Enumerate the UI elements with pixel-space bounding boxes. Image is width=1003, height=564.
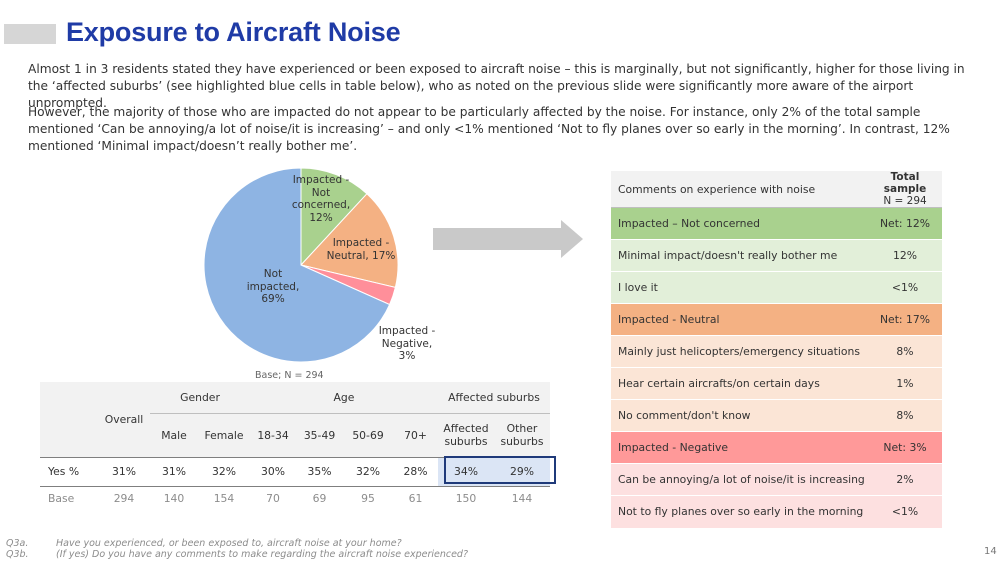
footnote-q3b: Q3b. (If yes) Do you have any comments to… (6, 549, 468, 560)
pie-slice-not-concerned (300, 167, 368, 267)
cell-other-suburbs: 144 (511, 491, 533, 505)
cell-overall: 31% (98, 456, 150, 487)
footnote-q3a: Q3a. Have you experienced, or been expose… (6, 538, 402, 549)
comment-label: Impacted - Neutral (611, 303, 868, 336)
cell-female: 154 (213, 491, 235, 505)
comment-value: 8% (868, 335, 942, 368)
comment-label: No comment/don't know (611, 399, 868, 432)
comment-label: Impacted - Negative (611, 431, 868, 464)
table-row: Not to fly planes over so early in the m… (611, 495, 942, 528)
comment-label: Impacted – Not concerned (611, 207, 868, 240)
subheader-other: Other suburbs (500, 422, 544, 448)
cell-18-34: 70 (266, 491, 280, 505)
comment-label: Mainly just helicopters/emergency situat… (611, 335, 868, 368)
table-row: Mainly just helicopters/emergency situat… (611, 335, 942, 368)
subheader-18-34: 18-34 (257, 428, 289, 442)
cell-overall: 294 (113, 491, 135, 505)
footnote-text: Have you experienced, or been exposed to… (56, 538, 402, 549)
subheader-50-69: 50-69 (352, 428, 384, 442)
subheader-35-49: 35-49 (303, 428, 336, 442)
demographics-table: Overall Gender Age Affected suburbs Male… (40, 382, 550, 510)
title-accent-bar (4, 24, 56, 44)
subheader-affected: Affected suburbs (443, 422, 489, 448)
comment-value: 8% (868, 399, 942, 432)
subheader-70-plus: 70+ (404, 428, 427, 442)
pie-label-negative: Impacted - Negative, 3% (378, 325, 436, 362)
table-row: No comment/don't know 8% (611, 399, 942, 432)
pie-base-note: Base; N = 294 (255, 370, 324, 381)
subheader-female: Female (204, 428, 244, 442)
cell-70-plus: 61 (408, 491, 423, 505)
table-row: Impacted – Not concerned Net: 12% (611, 207, 942, 240)
cell-affected-suburbs: 150 (455, 491, 477, 505)
table-row: Impacted - Negative Net: 3% (611, 431, 942, 464)
row-label: Base (48, 491, 75, 505)
table-row: Can be annoying/a lot of noise/it is inc… (611, 463, 942, 496)
header-gender: Gender (180, 390, 220, 404)
comment-label: Can be annoying/a lot of noise/it is inc… (611, 463, 868, 496)
header-overall: Overall (104, 412, 144, 426)
table-row: Hear certain aircrafts/on certain days 1… (611, 367, 942, 400)
total-sample-header: Total sample N = 294 (868, 171, 942, 208)
comment-label: I love it (611, 271, 868, 304)
subheader-male: Male (161, 428, 187, 442)
comment-value: Net: 17% (868, 303, 942, 336)
cell-male: 140 (163, 491, 185, 505)
cell-70-plus: 28% (393, 456, 438, 487)
cell-other-suburbs: 29% (494, 456, 550, 487)
comment-label: Hear certain aircrafts/on certain days (611, 367, 868, 400)
cell-18-34: 30% (250, 456, 296, 487)
comment-value: Net: 12% (868, 207, 942, 240)
footnote-text: (If yes) Do you have any comments to mak… (56, 549, 468, 560)
header-affected-suburbs: Affected suburbs (448, 390, 540, 404)
footnote-code: Q3b. (6, 549, 29, 560)
comments-header-label: Comments on experience with noise (611, 171, 868, 208)
right-arrow-icon (433, 220, 583, 258)
cell-35-49: 35% (296, 456, 343, 487)
total-sample-n: N = 294 (883, 195, 927, 207)
pie-label-neutral: Impacted - Neutral, 17% (326, 237, 396, 262)
comment-value: 1% (868, 367, 942, 400)
comments-table-header: Comments on experience with noise Total … (611, 171, 942, 208)
footnote-code: Q3a. (6, 538, 29, 549)
table-row: I love it <1% (611, 271, 942, 304)
comment-label: Minimal impact/doesn't really bother me (611, 239, 868, 272)
comment-value: <1% (868, 495, 942, 528)
comment-value: Net: 3% (868, 431, 942, 464)
cell-50-69: 32% (343, 456, 393, 487)
total-sample-title: Total sample (883, 171, 927, 195)
table-row-yes: Yes % 31% 31% 32% 30% 35% 32% 28% 34% 29… (40, 456, 550, 487)
cell-35-49: 69 (312, 491, 327, 505)
pie-slice-neutral (300, 193, 399, 289)
pie-label-not-concerned: Impacted - Not concerned, 12% (291, 174, 351, 224)
pie-slice-not-impacted (203, 167, 391, 363)
comment-label: Not to fly planes over so early in the m… (611, 495, 868, 528)
noise-pie-chart (203, 167, 399, 363)
comments-table: Comments on experience with noise Total … (611, 171, 942, 528)
cell-affected-suburbs: 34% (438, 456, 494, 487)
header-age: Age (333, 390, 355, 404)
comment-value: 12% (868, 239, 942, 272)
page-title: Exposure to Aircraft Noise (66, 17, 401, 47)
table-row: Minimal impact/doesn't really bother me … (611, 239, 942, 272)
table-row-base: Base 294 140 154 70 69 95 61 150 144 (40, 486, 550, 510)
comment-value: 2% (868, 463, 942, 496)
cell-50-69: 95 (361, 491, 375, 505)
detail-paragraph: However, the majority of those who are i… (28, 105, 950, 153)
intro-paragraph: Almost 1 in 3 residents stated they have… (28, 62, 965, 110)
cell-female: 32% (198, 456, 250, 487)
page-number: 14 (984, 546, 997, 557)
corner-cell (40, 382, 98, 457)
cell-male: 31% (150, 456, 198, 487)
table-row: Impacted - Neutral Net: 17% (611, 303, 942, 336)
row-label: Yes % (40, 456, 98, 487)
comment-value: <1% (868, 271, 942, 304)
pie-label-not-impacted: Not impacted, 69% (246, 268, 300, 305)
